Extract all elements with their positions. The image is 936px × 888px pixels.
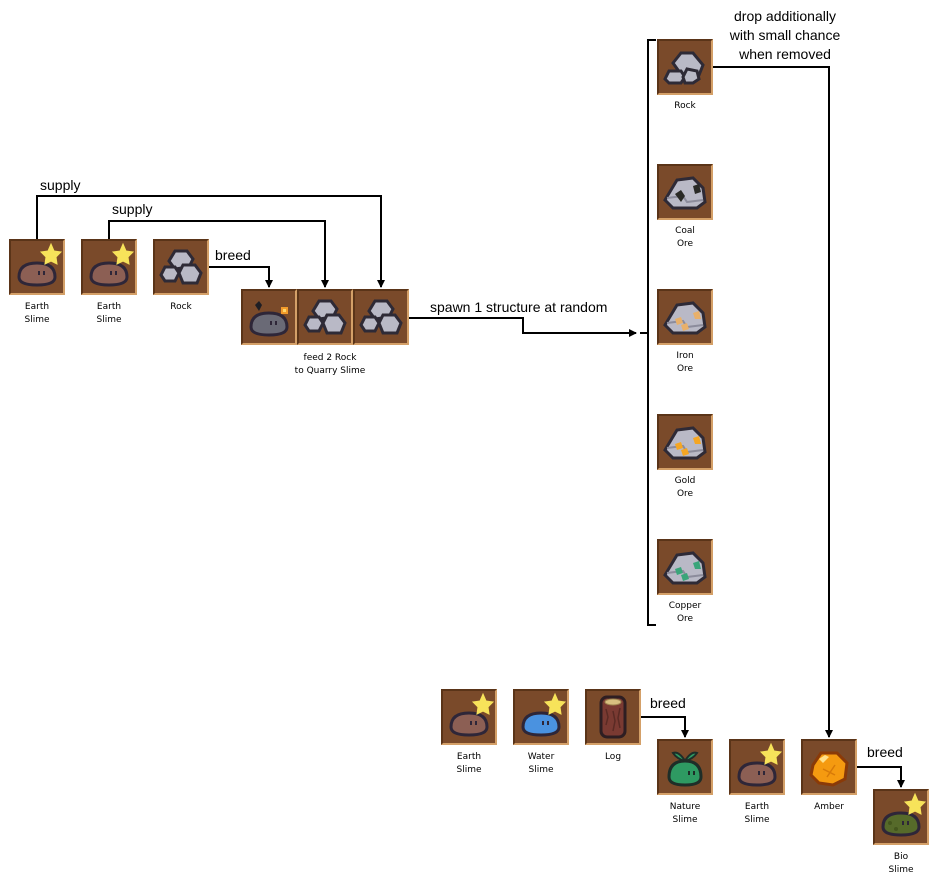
earth-slime-icon: [737, 743, 782, 787]
gold-ore-icon: [663, 426, 707, 460]
copper-ore-icon: [663, 551, 707, 585]
breed-label-nature: breed: [650, 695, 686, 711]
log-tile[interactable]: [585, 689, 641, 745]
earth-slime-icon: [89, 243, 134, 287]
rock-input-caption: Rock: [170, 302, 192, 312]
quarry-rock-tile-2[interactable]: [353, 289, 409, 345]
rock-icon: [663, 51, 705, 85]
rock-icon: [159, 249, 203, 285]
structure-gold-caption: Gold Ore: [674, 476, 696, 499]
amber-caption: Amber: [814, 802, 844, 812]
structure-rock-caption: Rock: [674, 101, 696, 111]
breed-bio-line: [857, 766, 905, 788]
rock-icon: [359, 299, 403, 335]
breed-quarry-line: [209, 266, 273, 288]
spawn-line: [409, 317, 637, 337]
earth-slime-tile-3[interactable]: [441, 689, 497, 745]
water-slime-icon: [521, 693, 566, 737]
quarry-slime-tile[interactable]: [241, 289, 297, 345]
quarry-caption: feed 2 Rock to Quarry Slime: [294, 353, 366, 376]
earth-slime-caption-4: Earth Slime: [744, 802, 770, 825]
iron-ore-icon: [663, 301, 707, 335]
earth-slime-caption-2: Earth Slime: [96, 302, 122, 325]
structure-coal-caption: Coal Ore: [675, 226, 695, 249]
bio-slime-icon: [881, 793, 926, 837]
earth-slime-caption-1: Earth Slime: [24, 302, 50, 325]
drop-label: drop additionally with small chance when…: [729, 8, 841, 62]
breed-label-bio: breed: [867, 744, 903, 760]
breed-label-quarry: breed: [215, 247, 251, 263]
rock-icon: [303, 299, 347, 335]
nature-slime-caption: Nature Slime: [669, 802, 701, 825]
bio-slime-tile[interactable]: [873, 789, 929, 845]
earth-slime-icon: [449, 693, 494, 737]
supply-label-outer: supply: [40, 177, 81, 193]
structure-copper-caption: Copper Ore: [668, 601, 702, 624]
supply-inner-line: [108, 220, 329, 288]
earth-slime-tile-1[interactable]: [9, 239, 65, 295]
amber-tile[interactable]: [801, 739, 857, 795]
structure-coal-tile[interactable]: [657, 164, 713, 220]
structure-rock-tile[interactable]: [657, 39, 713, 95]
structure-iron-tile[interactable]: [657, 289, 713, 345]
water-slime-caption: Water Slime: [527, 752, 555, 775]
earth-slime-tile-2[interactable]: [81, 239, 137, 295]
structure-copper-tile[interactable]: [657, 539, 713, 595]
bio-slime-caption: Bio Slime: [888, 852, 914, 875]
quarry-slime-icon: [249, 301, 289, 337]
structure-gold-tile[interactable]: [657, 414, 713, 470]
earth-slime-caption-3: Earth Slime: [456, 752, 482, 775]
earth-slime-tile-4[interactable]: [729, 739, 785, 795]
water-slime-tile[interactable]: [513, 689, 569, 745]
quarry-rock-tile-1[interactable]: [297, 289, 353, 345]
amber-icon: [809, 751, 849, 787]
structure-iron-caption: Iron Ore: [676, 351, 694, 374]
spawn-label: spawn 1 structure at random: [430, 299, 608, 315]
log-icon: [599, 695, 627, 739]
earth-slime-icon: [17, 243, 62, 287]
drop-line: [713, 66, 833, 738]
rock-input-tile[interactable]: [153, 239, 209, 295]
supply-label-inner: supply: [112, 201, 153, 217]
nature-slime-tile[interactable]: [657, 739, 713, 795]
supply-outer-line: [36, 195, 385, 288]
structures-bracket: [647, 39, 656, 626]
coal-ore-icon: [663, 176, 707, 210]
breed-nature-line: [641, 716, 689, 738]
log-caption: Log: [604, 752, 622, 762]
nature-slime-icon: [667, 751, 703, 787]
